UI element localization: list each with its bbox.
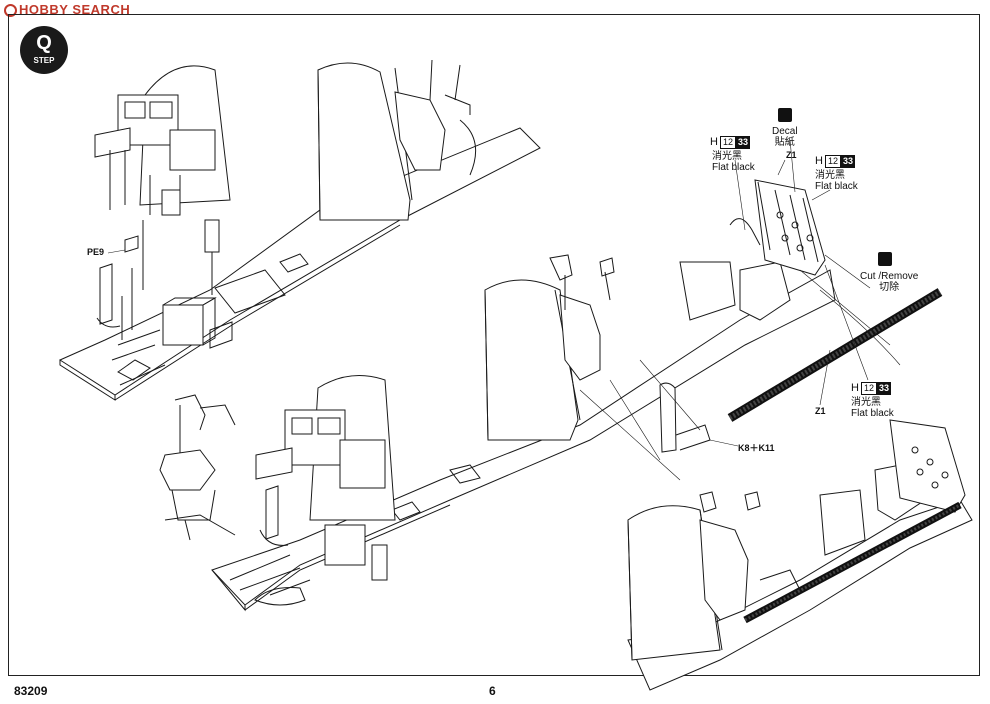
floor-assembly-complete [627,419,973,691]
floor-assembly-middle [159,179,943,612]
part-label-z1-top: Z1 [786,150,797,160]
product-code: 83209 [14,684,48,698]
part-label-z1-bottom: Z1 [815,406,826,416]
part-label-pe9: PE9 [87,247,105,257]
watermark: HOBBY SEARCH [4,2,130,17]
step-badge: Q STEP [20,26,68,74]
page-frame [8,14,980,676]
paint-callout-1-text: 消光黑 Flat black [712,151,755,173]
logo-icon [4,4,17,17]
decal-callout: Decal 貼紙 [772,126,798,148]
scissors-icon [878,252,892,266]
paint-callout-2-text: 消光黑 Flat black [815,170,858,192]
cut-callout: Cut /Remove 切除 [860,271,919,293]
leader-lines [107,139,871,447]
decal-icon [778,108,792,122]
floor-assembly-top [58,59,541,401]
page-number: 6 [489,684,496,698]
paint-callout-3-text: 消光黑 Flat black [851,397,894,419]
part-label-k8-k11: K8＋K11 [738,443,775,453]
